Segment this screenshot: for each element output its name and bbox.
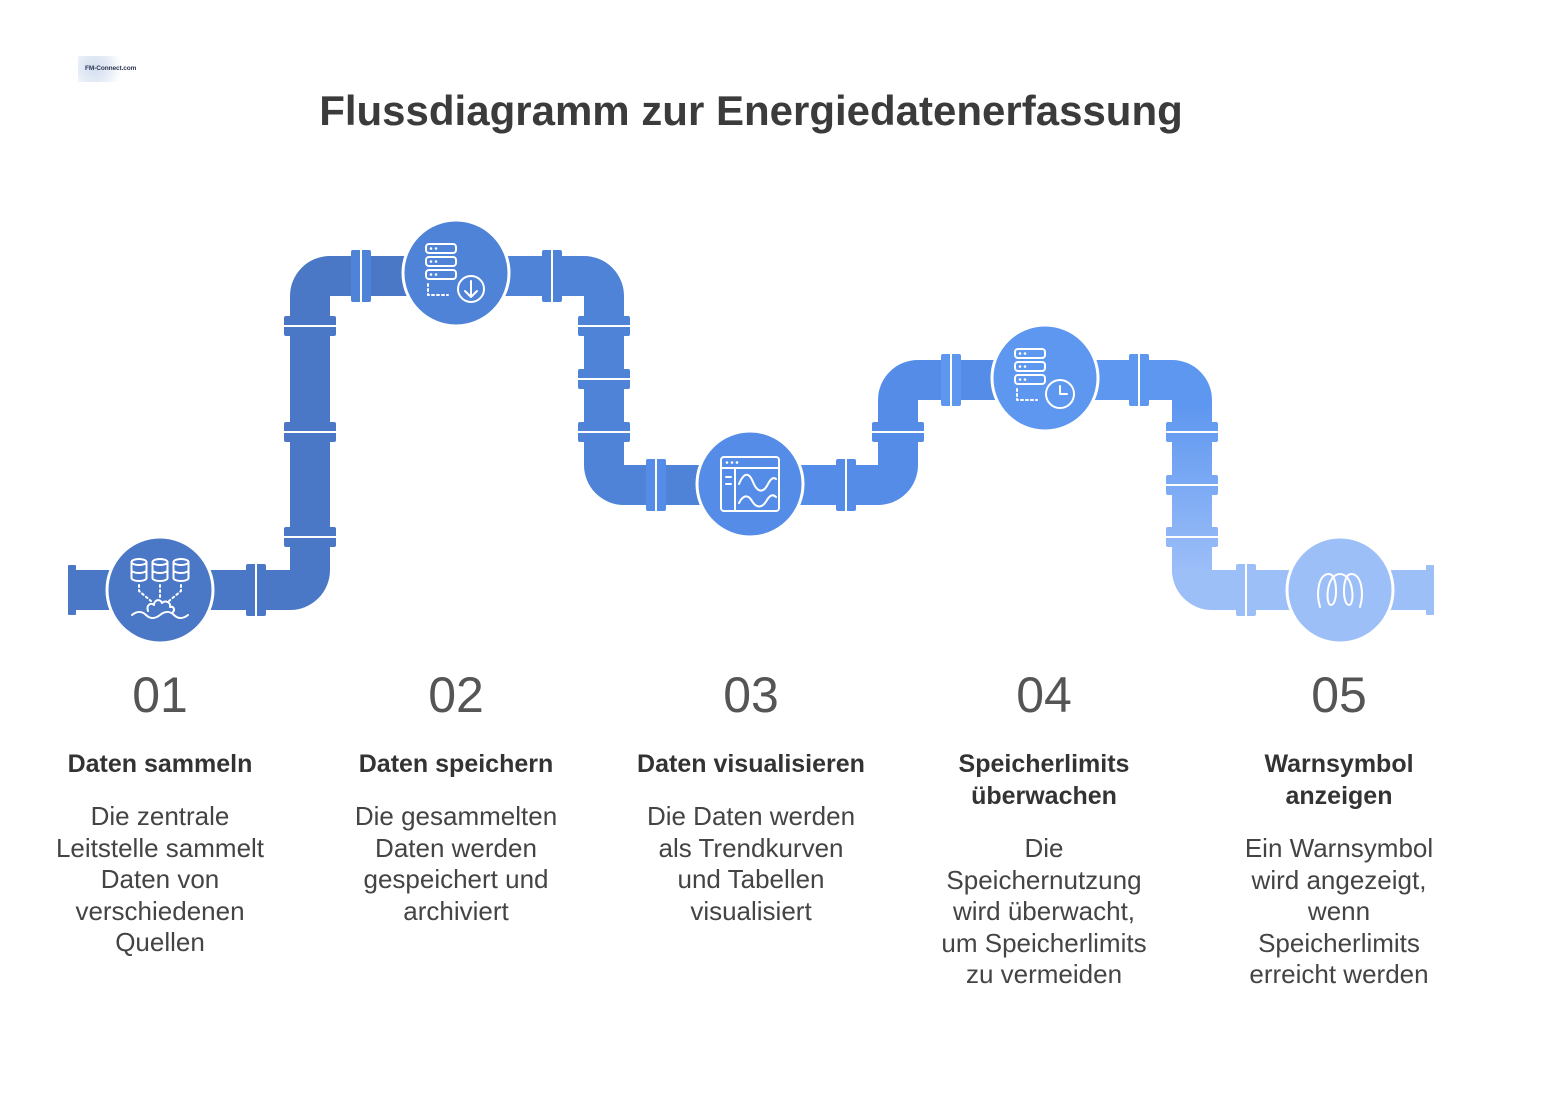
server-led <box>429 260 433 263</box>
pipe-flange <box>578 422 630 442</box>
server-led <box>429 273 433 276</box>
browser-dot <box>725 461 729 464</box>
pipe-flange <box>542 250 562 302</box>
browser-dot <box>730 461 734 464</box>
step-heading: Daten visualisieren <box>637 750 865 778</box>
step-node-5 <box>1285 535 1395 645</box>
server-led <box>1018 378 1022 381</box>
step-heading: Speicherlimits überwachen <box>958 750 1130 810</box>
step-1: 01 Daten sammeln Die zentrale Leitstelle… <box>0 667 320 959</box>
server-led <box>1023 352 1027 355</box>
pipe-flange <box>1236 564 1256 616</box>
page-title: Flussdiagramm zur Energiedatenerfassung <box>319 87 1183 134</box>
download-badge <box>457 275 485 303</box>
step-description: Die Speichernutzung wird überwacht, um S… <box>941 833 1147 990</box>
flange-group-4 <box>941 354 1149 406</box>
download-arrow <box>464 280 478 298</box>
server-unit <box>1014 361 1046 372</box>
step-5: 05 Warnsymbol anzeigen Ein Warnsymbol wi… <box>1179 667 1499 991</box>
pipe-flange <box>351 250 371 302</box>
pipe-flange <box>284 316 336 336</box>
clock-face <box>1045 379 1075 409</box>
pipe-flange <box>578 369 630 389</box>
connector-line <box>168 584 182 602</box>
trend-curve <box>738 494 777 508</box>
browser-dot <box>735 461 739 464</box>
pipe-end-cap <box>68 565 76 615</box>
coil-icon <box>1317 573 1363 608</box>
pipe-end-cap <box>1426 565 1434 615</box>
database-cylinder <box>151 561 169 582</box>
database-cylinder <box>172 561 190 582</box>
flange-group-2 <box>351 250 630 442</box>
connector-line <box>427 283 449 296</box>
server-led <box>434 260 438 263</box>
step-number: 03 <box>723 667 779 723</box>
server-led <box>1018 365 1022 368</box>
step-number: 02 <box>428 667 484 723</box>
server-unit <box>1014 374 1046 385</box>
server-unit <box>425 256 457 267</box>
server-unit <box>1014 348 1046 359</box>
brand-logo: FM-Connect.com <box>78 56 136 82</box>
step-description: Die Daten werden als Trendkurven und Tab… <box>646 801 856 926</box>
coil-loops <box>1317 573 1363 608</box>
pipe-segment-4 <box>1018 360 1212 412</box>
pipe-flange <box>1129 354 1149 406</box>
step-number: 01 <box>132 667 188 723</box>
clock-hands <box>1059 385 1068 395</box>
pipe-flange <box>872 422 924 442</box>
splash <box>146 599 175 613</box>
step-4: 04 Speicherlimits überwachen Die Speiche… <box>884 667 1204 991</box>
server-led <box>1018 352 1022 355</box>
pipeline-diagram <box>68 218 1434 645</box>
trend-curve <box>738 473 777 492</box>
pipe-flange <box>1166 422 1218 442</box>
step-description: Die zentrale Leitstelle sammelt Daten vo… <box>55 801 265 958</box>
step-number: 04 <box>1016 667 1072 723</box>
pipe-flange <box>1166 475 1218 495</box>
pipe-flange <box>578 316 630 336</box>
step-heading: Warnsymbol anzeigen <box>1264 750 1414 810</box>
step-2: 02 Daten speichern Die gesammelten Daten… <box>296 667 616 927</box>
flange-group-5 <box>1236 564 1434 616</box>
browser-frame <box>720 456 780 512</box>
server-download-icon <box>425 243 485 303</box>
step-3: 03 Daten visualisieren Die Daten werden … <box>591 667 911 927</box>
pipe-flange <box>246 564 266 616</box>
server-led <box>429 247 433 250</box>
logo-text: FM-Connect.com <box>85 65 137 72</box>
server-unit <box>425 269 457 280</box>
flange-group-4-fade <box>1166 422 1218 547</box>
databases-collect-icon <box>130 558 190 619</box>
step-description: Ein Warnsymbol wird angezeigt, wenn Spei… <box>1244 833 1434 990</box>
pipe-flange <box>284 527 336 547</box>
browser-sidebar <box>725 467 736 512</box>
server-led <box>434 247 438 250</box>
step-description: Die gesammelten Daten werden gespeichert… <box>354 801 558 926</box>
connector-line <box>1016 388 1038 401</box>
pipe-flange <box>284 422 336 442</box>
server-led <box>1023 378 1027 381</box>
server-unit <box>425 243 457 254</box>
pipe-flange <box>941 354 961 406</box>
flange-group-3 <box>646 422 924 511</box>
pipe-flange <box>1166 527 1218 547</box>
step-heading: Daten sammeln <box>67 750 253 778</box>
connector-line <box>138 584 152 602</box>
pipe-segment-1 <box>72 256 430 610</box>
pipe-flange <box>646 459 666 511</box>
step-number: 05 <box>1311 667 1367 723</box>
step-node-3 <box>695 429 805 539</box>
server-led <box>434 273 438 276</box>
step-heading: Daten speichern <box>358 750 554 778</box>
flange-group-1 <box>68 316 336 616</box>
database-cylinder <box>130 561 148 582</box>
server-led <box>1023 365 1027 368</box>
pipe-flange <box>836 459 856 511</box>
wave <box>131 611 189 619</box>
pipe-segment-5 <box>1172 568 1430 610</box>
server-clock-icon <box>1014 348 1075 409</box>
browser-chart-icon <box>720 456 780 512</box>
